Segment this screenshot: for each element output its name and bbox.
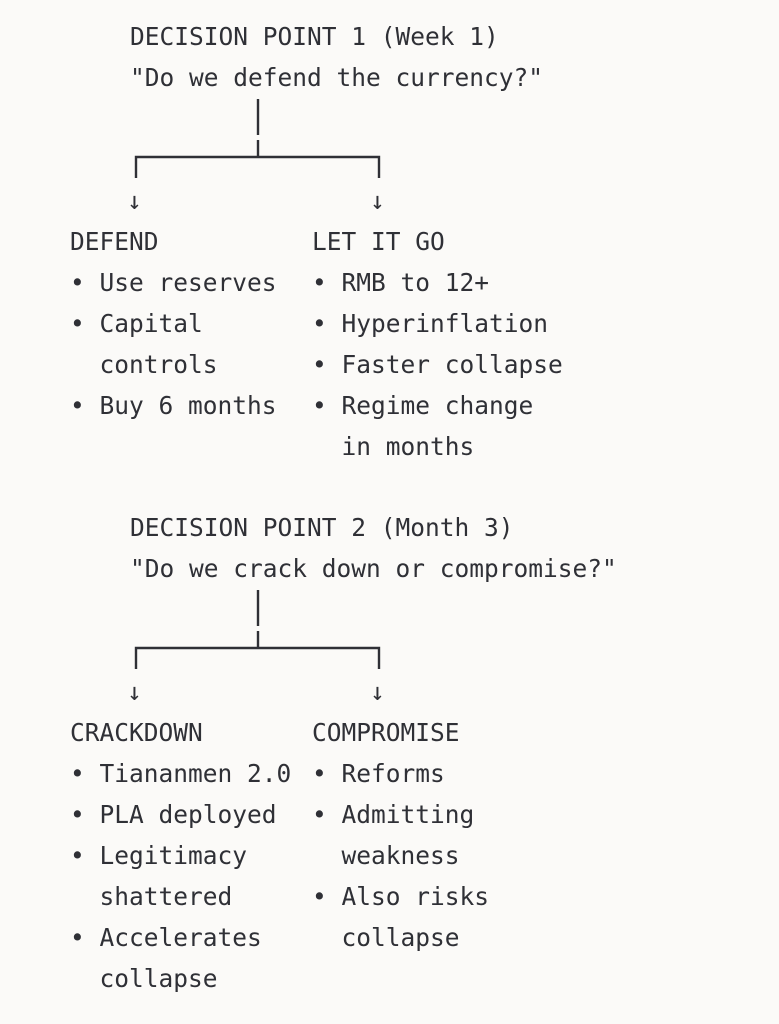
defend-item: • Capital	[70, 309, 203, 338]
crackdown-item: collapse	[70, 964, 218, 993]
crackdown-item: shattered	[70, 882, 233, 911]
decision-1-left-arrow: ↓	[127, 186, 142, 215]
crackdown-item: • Accelerates	[70, 923, 262, 952]
defend-item: • Use reserves	[70, 268, 277, 297]
let-it-go-item: • Regime change	[312, 391, 534, 420]
crackdown-item: • PLA deployed	[70, 800, 277, 829]
decision-2-question: "Do we crack down or compromise?"	[130, 554, 617, 583]
decision-1-right-arrow: ↓	[370, 186, 385, 215]
decision-1-question: "Do we defend the currency?"	[130, 63, 544, 92]
compromise-item: • Reforms	[312, 759, 445, 788]
defend-heading: DEFEND	[70, 227, 159, 256]
compromise-heading: COMPROMISE	[312, 718, 460, 747]
crackdown-item: • Legitimacy	[70, 841, 248, 870]
compromise-item: • Admitting	[312, 800, 475, 829]
compromise-item: • Also risks	[312, 882, 490, 911]
let-it-go-heading: LET IT GO	[312, 227, 445, 256]
let-it-go-item: • RMB to 12+	[312, 268, 490, 297]
defend-item: • Buy 6 months	[70, 391, 277, 420]
crackdown-item: • Tiananmen 2.0	[70, 759, 292, 788]
decision-1-title: DECISION POINT 1 (Week 1)	[130, 22, 499, 51]
decision-2-left-arrow: ↓	[127, 677, 142, 706]
decision-2-title: DECISION POINT 2 (Month 3)	[130, 513, 514, 542]
crackdown-heading: CRACKDOWN	[70, 718, 203, 747]
decision-2-right-arrow: ↓	[370, 677, 385, 706]
compromise-item: weakness	[312, 841, 460, 870]
defend-item: controls	[70, 350, 218, 379]
let-it-go-item: • Faster collapse	[312, 350, 563, 379]
compromise-item: collapse	[312, 923, 460, 952]
let-it-go-item: in months	[312, 432, 475, 461]
let-it-go-item: • Hyperinflation	[312, 309, 549, 338]
